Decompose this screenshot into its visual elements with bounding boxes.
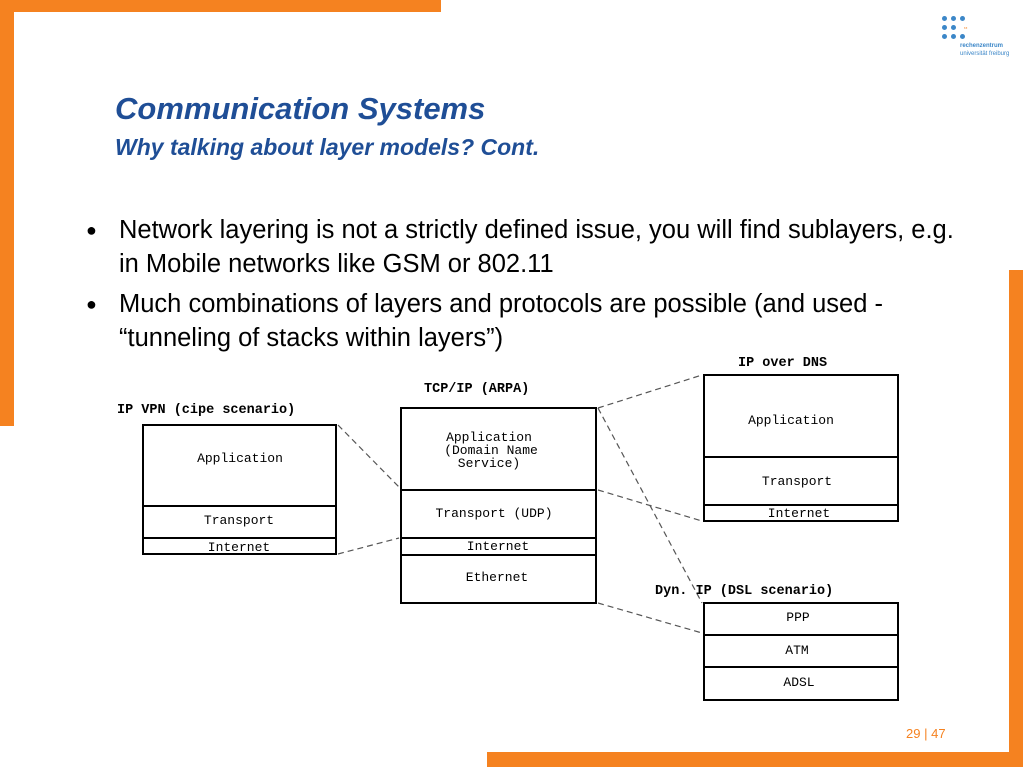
accent-bar-left [0,0,14,426]
connector-lines [337,374,703,634]
tcp-ip-stack-box [400,407,597,604]
layer-label: Transport (UDP) [435,506,552,521]
slide-title: Communication Systems [115,91,486,126]
tcp-ip-heading: TCP/IP (ARPA) [424,382,529,397]
logo-rz-text: rz [964,25,968,30]
logo-line2: universität freiburg [960,51,1010,57]
layer-label: Ethernet [466,570,528,585]
accent-bar-bottom [487,752,1023,767]
ip-vpn-stack-box [142,424,337,555]
stack-boxes [142,374,899,701]
connector-line [337,537,400,555]
bullet-item: ● Network layering is not a strictly def… [86,213,966,281]
connector-line [597,602,703,634]
connector-line [337,424,400,488]
layer-label: Application [197,451,283,466]
dyn-ip-heading: Dyn. IP (DSL scenario) [655,584,833,599]
dyn-ip-stack-box [703,602,899,701]
layer-label: Internet [467,539,529,554]
layer-label: Service) [458,456,520,471]
university-logo: rz rechenzentrum universität freiburg [940,14,1010,74]
ip-vpn-heading: IP VPN (cipe scenario) [117,403,295,418]
connector-line [597,374,703,409]
ip-over-dns-stack-box [703,374,899,522]
accent-bar-top [0,0,441,12]
bullet-text: Much combinations of layers and protocol… [119,290,883,352]
page-current: 29 [906,726,921,741]
connector-line [597,407,703,604]
layer-label: ADSL [783,675,814,690]
layer-label: Application [446,430,532,445]
layer-label: Transport [204,513,274,528]
layer-labels: Application Transport Internet Applicati… [197,413,834,690]
logo-line1: rechenzentrum [960,43,1004,49]
slide-subtitle: Why talking about layer models? Cont. [115,134,540,160]
layer-label: Transport [762,474,832,489]
layer-label: ATM [785,643,808,658]
layer-label: PPP [786,610,810,625]
page-indicator: 29 | 47 [906,726,946,741]
stack-headings: IP VPN (cipe scenario) TCP/IP (ARPA) IP … [117,356,833,599]
layer-label: Application [748,413,834,428]
page-separator: | [924,726,928,741]
layer-label: (Domain Name [444,443,538,458]
bullet-dot-icon: ● [86,220,97,240]
accent-bar-right [1009,270,1023,767]
layer-label: Internet [208,540,270,555]
page-total: 47 [931,726,946,741]
bullet-dot-icon: ● [86,294,97,314]
layer-label: Internet [768,506,830,521]
bullet-item: ● Much combinations of layers and protoc… [86,287,966,353]
bullet-text: Network layering is not a strictly defin… [119,216,954,278]
bullet-list: ● Network layering is not a strictly def… [86,213,966,353]
ip-over-dns-heading: IP over DNS [738,356,827,371]
